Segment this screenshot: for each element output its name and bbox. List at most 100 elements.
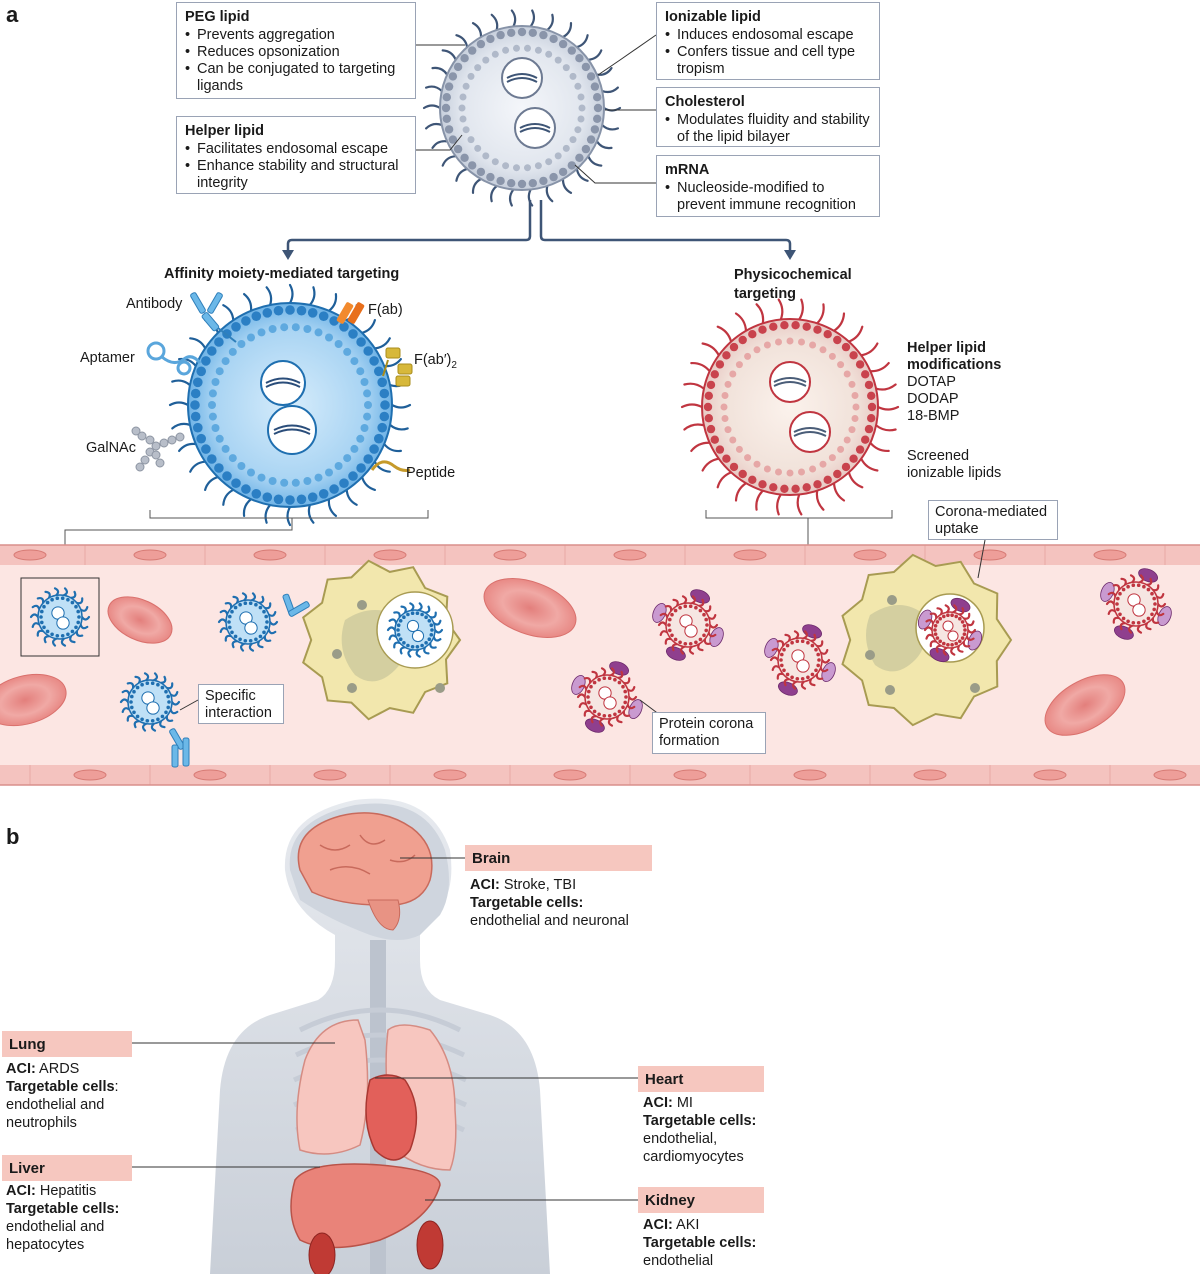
cholesterol-item: Modulates fluidity and stability of the …	[665, 112, 871, 146]
peg-item: Prevents aggregation	[185, 27, 407, 44]
mrna-item: Nucleoside-modified to prevent immune re…	[665, 180, 871, 214]
aci-value: ARDS	[39, 1061, 80, 1077]
red-blood-cells	[0, 578, 1126, 736]
cells-value: hepatocytes	[6, 1237, 85, 1253]
screened-line: Screened	[907, 448, 970, 464]
fab2-icon	[382, 347, 413, 387]
organ-leader-lines	[132, 857, 638, 1201]
galnac-label: GalNAc	[86, 440, 136, 456]
lung-details: ACI: ARDS Targetable cells: endothelial …	[6, 1060, 119, 1132]
blood-vessel	[0, 544, 1200, 786]
cells-value: endothelial and neuronal	[470, 913, 629, 929]
callout-line: Corona-mediated	[935, 504, 1048, 520]
peptide-label: Peptide	[406, 465, 456, 481]
fab-icon	[336, 302, 365, 324]
cells-value: endothelial and	[6, 1097, 105, 1113]
ionizable-title: Ionizable lipid	[665, 9, 761, 25]
kidney-details: ACI: AKI Targetable cells: endothelial	[643, 1216, 756, 1270]
fab2-label: F(ab′)2	[414, 352, 457, 374]
aci-label: ACI:	[6, 1061, 36, 1077]
panel-b-letter: b	[6, 824, 20, 849]
brain-icon	[297, 812, 433, 931]
cells-label: Targetable cells	[6, 1079, 115, 1095]
small-lnp-icon	[1100, 568, 1172, 640]
fab2-subscript: 2	[451, 359, 457, 371]
specific-pointer	[179, 699, 199, 711]
physico-title-line: targeting	[734, 286, 797, 302]
cells-label: Targetable cells:	[6, 1201, 120, 1217]
aci-label: ACI:	[6, 1183, 36, 1199]
fab-label: F(ab)	[368, 302, 403, 318]
heart-label: Heart	[638, 1066, 764, 1092]
helper-mods-heading: Helper lipid	[907, 340, 986, 356]
small-lnp-icon	[386, 602, 444, 658]
galnac-icon	[131, 426, 185, 472]
cells-value: neutrophils	[6, 1115, 77, 1131]
cells-value: endothelial and	[6, 1219, 105, 1235]
lnp-blue	[168, 283, 412, 527]
mrna-title: mRNA	[665, 162, 710, 178]
vessel-antibody-icon	[169, 593, 310, 768]
ionizable-item: Induces endosomal escape	[665, 27, 871, 44]
peptide-icon	[370, 460, 411, 472]
small-lnp-icon	[917, 597, 983, 663]
lnp-gray	[422, 9, 622, 207]
kidney-icon	[308, 1220, 444, 1274]
cells-value: endothelial	[643, 1253, 714, 1269]
screened-lipids: Screened ionizable lipids	[907, 448, 1001, 482]
callout-line: interaction	[205, 705, 272, 721]
aptamer-label: Aptamer	[80, 350, 135, 366]
heart-details: ACI: MI Targetable cells: endothelial, c…	[643, 1094, 756, 1166]
specific-interaction-callout: Specific interaction	[198, 684, 284, 724]
screened-line: ionizable lipids	[907, 465, 1002, 481]
cells-label: Targetable cells:	[643, 1113, 757, 1129]
helper-lipid-title: Helper lipid	[185, 123, 264, 139]
helper-mods-heading: modifications	[907, 357, 1002, 373]
aci-value: MI	[676, 1095, 693, 1111]
liver-label: Liver	[2, 1155, 132, 1181]
physico-title-line: Physicochemical	[734, 267, 852, 283]
liver-icon	[290, 1163, 441, 1249]
brain-details: ACI: Stroke, TBI Targetable cells: endot…	[470, 876, 629, 930]
panel-a-letter: a	[6, 2, 19, 27]
heart-icon	[365, 1074, 418, 1161]
aptamer-icon	[146, 341, 202, 376]
branch-arrows	[286, 200, 792, 252]
affinity-title: Affinity moiety-mediated targeting	[164, 266, 400, 282]
antibody-stem	[217, 327, 237, 343]
peg-lipid-title: PEG lipid	[185, 9, 250, 25]
callout-line: Protein corona	[659, 716, 754, 732]
mod-item: DOTAP	[907, 374, 956, 390]
helper-item: Facilitates endosomal escape	[185, 141, 407, 158]
helper-item: Enhance stability and structural integri…	[185, 158, 407, 192]
aci-value: AKI	[676, 1217, 700, 1233]
cells-value: endothelial,	[643, 1131, 718, 1147]
callout-line: Specific	[205, 688, 256, 704]
aci-value: Stroke, TBI	[503, 877, 577, 893]
peg-lipid-box: PEG lipid Prevents aggregation Reduces o…	[176, 2, 416, 99]
mod-item: DODAP	[907, 391, 959, 407]
aci-label: ACI:	[470, 877, 500, 893]
ionizable-lipid-box: Ionizable lipid Induces endosomal escape…	[656, 2, 880, 80]
mrna-box: mRNA Nucleoside-modified to prevent immu…	[656, 155, 880, 217]
cells-label: Targetable cells:	[643, 1235, 757, 1251]
small-lnp-icon	[119, 672, 181, 732]
callout-line: formation	[659, 733, 720, 749]
lung-label: Lung	[2, 1031, 132, 1057]
small-lnp-icon	[29, 587, 91, 647]
aci-label: ACI:	[643, 1095, 673, 1111]
peg-item: Can be conjugated to targeting ligands	[185, 61, 407, 95]
cholesterol-box: Cholesterol Modulates fluidity and stabi…	[656, 87, 880, 147]
lnp-red	[680, 298, 900, 516]
antibody-icon	[190, 292, 223, 332]
uptake-pointer	[977, 539, 986, 579]
liver-details: ACI: Hepatitis Targetable cells: endothe…	[6, 1182, 119, 1254]
cells-label: Targetable cells:	[470, 895, 584, 911]
helper-lipid-box: Helper lipid Facilitates endosomal escap…	[176, 116, 416, 194]
small-lnp-icon	[571, 661, 643, 733]
ionizable-item: Confers tissue and cell type tropism	[665, 44, 871, 78]
callout-lines	[415, 34, 657, 184]
inset-box	[20, 577, 100, 657]
aci-value: Hepatitis	[39, 1183, 97, 1199]
